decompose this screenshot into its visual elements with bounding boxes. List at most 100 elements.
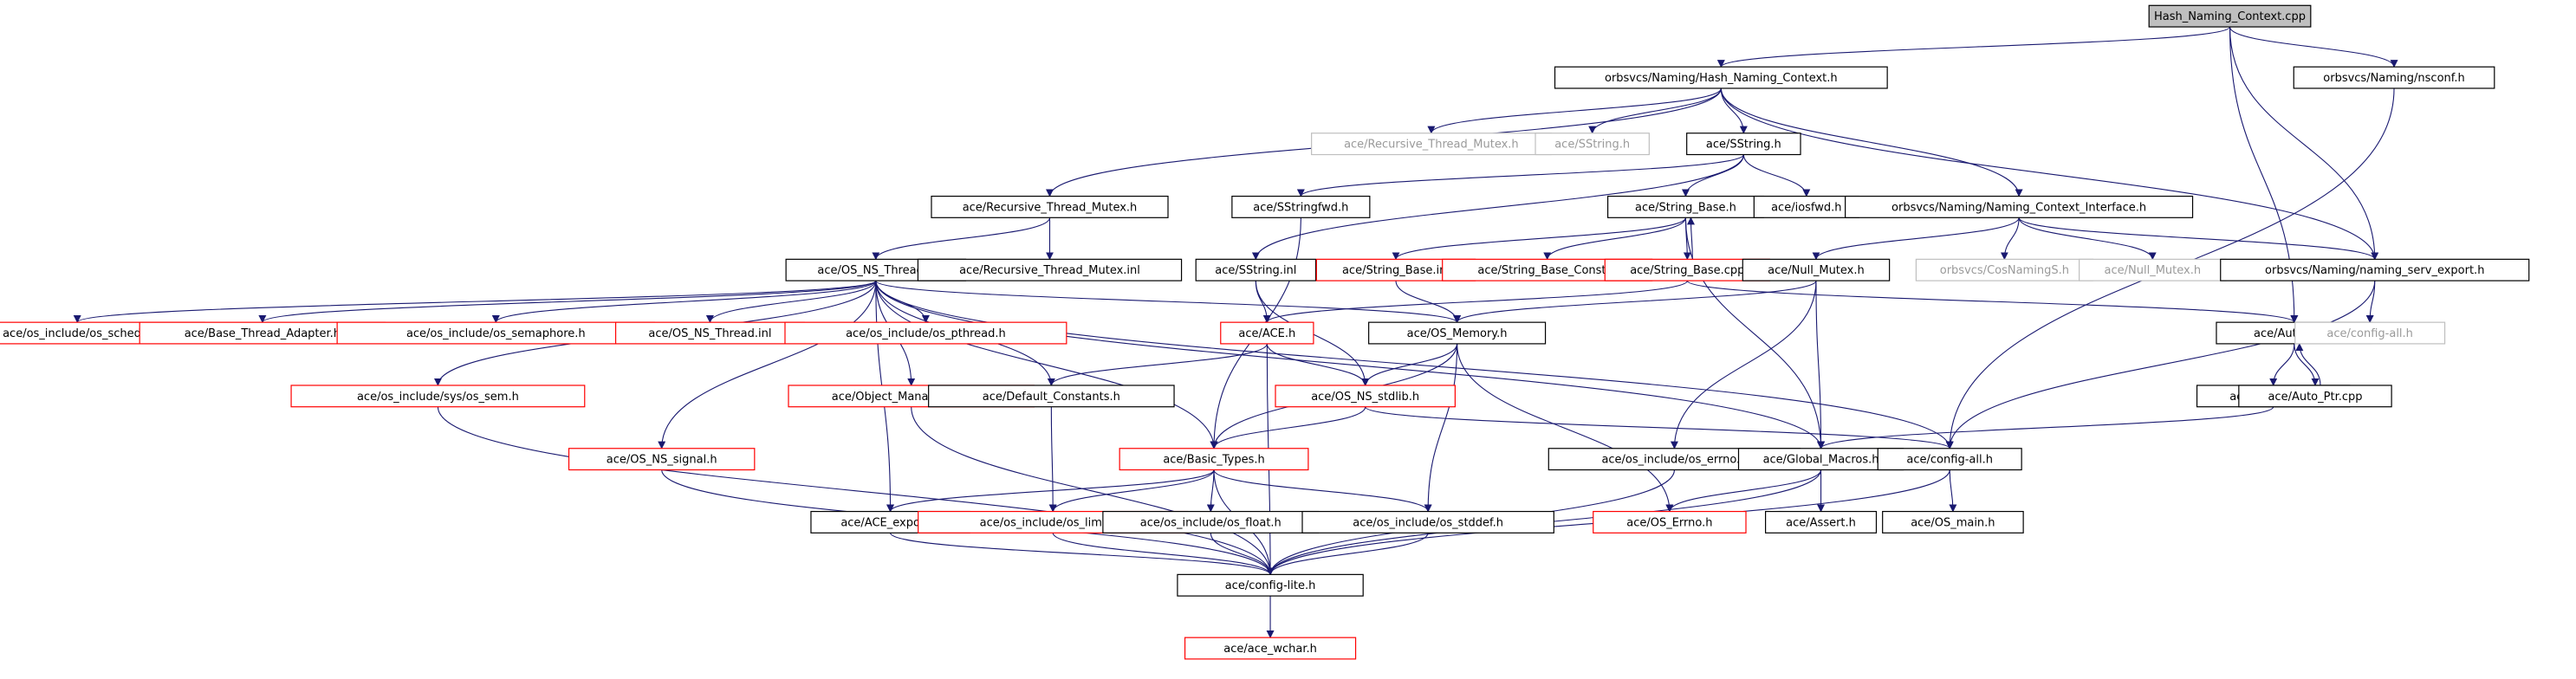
node-sstring-ext: ace/SString.h — [1535, 133, 1650, 156]
edge-layer — [74, 26, 2398, 639]
node-hnc-h[interactable]: orbsvcs/Naming/Hash_Naming_Context.h — [1554, 66, 1888, 89]
node-box — [290, 385, 586, 408]
node-os-memory[interactable]: ace/OS_Memory.h — [1368, 321, 1547, 345]
node-ace-h[interactable]: ace/ACE.h — [1220, 321, 1314, 345]
node-rtm[interactable]: ace/Recursive_Thread_Mutex.h — [931, 195, 1169, 218]
node-nse[interactable]: orbsvcs/Naming/naming_serv_export.h — [2220, 258, 2530, 281]
node-basic-types[interactable]: ace/Basic_Types.h — [1119, 448, 1309, 471]
node-root[interactable]: Hash_Naming_Context.cpp — [2148, 4, 2312, 28]
node-sys-os-sem[interactable]: ace/os_include/sys/os_sem.h — [290, 385, 586, 408]
edge-os-ns-thread-to-os-ns-signal — [658, 281, 877, 449]
node-nci[interactable]: orbsvcs/Naming/Naming_Context_Interface.… — [1845, 195, 2194, 218]
edge-os-ns-thread-to-os-memory — [875, 280, 1461, 324]
node-label: orbsvcs/CosNamingS.h — [1940, 264, 2069, 277]
node-rtm-inl[interactable]: ace/Recursive_Thread_Mutex.inl — [917, 258, 1183, 281]
edge — [1395, 281, 1462, 324]
node-config-lite[interactable]: ace/config-lite.h — [1177, 573, 1364, 597]
edge — [872, 217, 1051, 261]
node-box — [1220, 321, 1314, 345]
node-label: ace/config-all.h — [2326, 327, 2413, 340]
node-label: ace/Recursive_Thread_Mutex.inl — [959, 264, 1140, 277]
edge-nci-to-nse — [2018, 217, 2379, 261]
node-os-ns-signal[interactable]: ace/OS_NS_signal.h — [568, 448, 756, 471]
node-sstringfwd[interactable]: ace/SStringfwd.h — [1231, 195, 1371, 218]
node-auto-ptr-cpp[interactable]: ace/Auto_Ptr.cpp — [2238, 385, 2392, 408]
edge — [1251, 154, 1744, 261]
node-string-base[interactable]: ace/String_Base.h — [1606, 195, 1764, 218]
node-default-constants[interactable]: ace/Default_Constants.h — [928, 385, 1175, 408]
edge-nse-to-config-all — [1945, 281, 2376, 449]
node-iosfwd[interactable]: ace/iosfwd.h — [1753, 195, 1859, 218]
edge — [1361, 343, 1458, 386]
node-label: ace/Base_Thread_Adapter.h — [185, 327, 341, 340]
node-os-main[interactable]: ace/OS_main.h — [1882, 510, 2024, 534]
node-os-ns-stdlib[interactable]: ace/OS_NS_stdlib.h — [1275, 385, 1456, 408]
node-cosnamings: orbsvcs/CosNamingS.h — [1915, 258, 2093, 281]
edge-basic-types-to-ace-export — [886, 469, 1215, 513]
edge — [1681, 154, 1744, 197]
node-os-semaphore[interactable]: ace/os_include/os_semaphore.h — [336, 321, 656, 345]
edge — [1717, 26, 2231, 68]
node-label: ace/Auto_Ptr.cpp — [2268, 391, 2362, 404]
node-label: ace/OS_Memory.h — [1407, 327, 1508, 340]
node-box — [1184, 637, 1357, 660]
edge — [1665, 469, 1822, 513]
node-null-mutex[interactable]: ace/Null_Mutex.h — [1742, 258, 1891, 281]
edge-hnc-h-to-sstring — [1720, 87, 1748, 134]
edge — [1720, 87, 2379, 261]
edge-root-to-nsconf — [2229, 26, 2398, 68]
node-label: ace/String_Base_Const.h — [1477, 264, 1616, 277]
node-label: ace/ACE.h — [1238, 327, 1295, 340]
node-label: ace/Default_Constants.h — [983, 391, 1120, 404]
edge-omb-to-config-lite — [911, 406, 1275, 576]
node-box — [2293, 66, 2495, 89]
node-label: ace/Null_Mutex.h — [2105, 264, 2202, 277]
edge-os-limits-to-config-lite — [1052, 533, 1275, 576]
node-label: ace/os_include/os_stddef.h — [1353, 516, 1503, 529]
node-assert[interactable]: ace/Assert.h — [1765, 510, 1878, 534]
node-os-ns-thread-inl[interactable]: ace/OS_NS_Thread.inl — [614, 321, 805, 345]
edge-rtm-to-os-ns-thread — [872, 217, 1051, 261]
node-config-all[interactable]: ace/config-all.h — [1877, 448, 2022, 471]
node-ace-wchar[interactable]: ace/ace_wchar.h — [1184, 637, 1357, 660]
node-box — [1765, 510, 1878, 534]
edge — [1588, 87, 1722, 134]
node-label: ace/SString.h — [1554, 139, 1630, 152]
edge-os-ns-thread-to-bta — [258, 280, 877, 324]
node-box — [568, 448, 756, 471]
node-label: ace/ACE_export.h — [840, 516, 939, 529]
edge-auto-ptr-cpp-to-auto-ptr — [2295, 343, 2321, 385]
node-config-all-ext: ace/config-all.h — [2294, 321, 2446, 345]
node-label: ace/os_include/os_limits.h — [980, 516, 1126, 529]
edge — [1206, 469, 1215, 513]
edge — [1052, 533, 1275, 576]
node-nsconf[interactable]: orbsvcs/Naming/nsconf.h — [2293, 66, 2495, 89]
edge-null-mutex-to-os-memory — [1453, 280, 1817, 324]
node-box — [2148, 4, 2312, 28]
edge — [658, 281, 877, 449]
node-label: ace/Basic_Types.h — [1163, 454, 1264, 467]
node-os-errno-h[interactable]: ace/OS_Errno.h — [1593, 510, 1747, 534]
node-os-stddef[interactable]: ace/os_include/os_stddef.h — [1301, 510, 1554, 534]
node-box — [1195, 258, 1317, 281]
node-label: ace/os_include/os_sched.h — [3, 327, 152, 340]
node-os-float[interactable]: ace/os_include/os_float.h — [1102, 510, 1320, 534]
node-label: orbsvcs/Naming/Hash_Naming_Context.h — [1605, 72, 1838, 85]
node-sstring[interactable]: ace/SString.h — [1686, 133, 1801, 156]
edge-os-ns-thread-to-os-ns-thread-inl — [705, 280, 877, 324]
edge-hnc-h-to-sstring-ext — [1588, 87, 1722, 134]
edge — [258, 280, 877, 324]
node-label: ace/os_include/os_errno.h — [1601, 454, 1747, 467]
node-box — [1686, 133, 1801, 156]
edge-hnc-h-to-nci — [1720, 87, 2023, 197]
edge-nci-to-cosnamings — [2000, 217, 2020, 261]
node-box — [2294, 321, 2446, 345]
edge-root-to-hnc-h — [1717, 26, 2231, 68]
node-box — [1275, 385, 1456, 408]
edge-sstring-to-iosfwd — [1742, 154, 1811, 197]
node-string-base-cpp[interactable]: ace/String_Base.cpp — [1604, 258, 1770, 281]
node-os-pthread[interactable]: ace/os_include/os_pthread.h — [784, 321, 1067, 345]
node-box — [931, 195, 1169, 218]
node-sstring-inl[interactable]: ace/SString.inl — [1195, 258, 1317, 281]
edge — [889, 532, 1275, 576]
